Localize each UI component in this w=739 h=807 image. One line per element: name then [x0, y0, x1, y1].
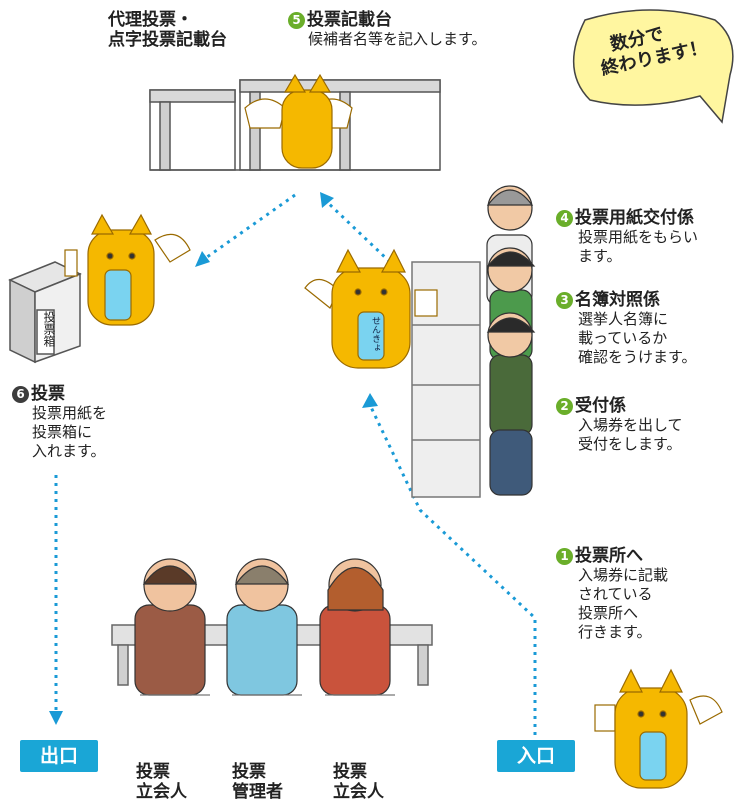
step1-desc: 入場券に記載されている投票所へ行きます。	[578, 566, 669, 641]
observer-label-right: 投票立会人	[333, 762, 384, 802]
reception-officials	[486, 185, 536, 496]
step4-desc: 投票用紙をもらいます。	[578, 228, 699, 265]
step6-desc: 投票用紙を投票箱に入れます。	[32, 404, 108, 460]
step1-number-badge: 1	[556, 548, 573, 565]
step3-number-badge: 3	[556, 292, 573, 309]
mascot-at-booth	[244, 73, 353, 169]
step6-number-badge: 6	[12, 386, 29, 403]
booth-group	[149, 79, 441, 171]
step3-title: 名簿対照係	[575, 290, 660, 310]
step1-title: 投票所へ	[575, 546, 643, 566]
step5-desc: 候補者名等を記入します。	[308, 30, 487, 48]
mascot-badge-text: せんきょ	[370, 316, 380, 352]
step4-number-badge: 4	[556, 210, 573, 227]
arrow-to-booth	[323, 198, 392, 264]
ballot-box-label: 投票箱	[42, 311, 56, 347]
manager-label: 投票管理者	[232, 762, 283, 802]
step4-title: 投票用紙交付係	[575, 208, 694, 228]
step5-number-badge: 5	[288, 12, 305, 29]
entrance-sign: 入口	[497, 740, 575, 772]
arrow-booth-to-box	[199, 193, 296, 264]
step2-title: 受付係	[575, 396, 626, 416]
observer-label-left: 投票立会人	[136, 762, 187, 802]
step6-title: 投票	[31, 384, 65, 404]
mascot-at-box	[64, 213, 191, 326]
observers	[134, 558, 395, 696]
step3-desc: 選挙人名簿に載っているか確認をうけます。	[578, 310, 697, 366]
step2-number-badge: 2	[556, 398, 573, 415]
mascot-at-entrance	[594, 668, 723, 789]
proxy-booth-label: 代理投票・ 点字投票記載台	[108, 10, 227, 50]
flow-arrows	[54, 193, 537, 735]
exit-sign: 出口	[20, 740, 98, 772]
arrow-entrance-to-reception	[368, 404, 537, 735]
speech-bubble	[573, 9, 734, 124]
step2-desc: 入場券を出して受付をします。	[578, 416, 683, 453]
step5-title: 投票記載台	[307, 10, 392, 30]
mascot-at-reception	[304, 248, 438, 369]
arrow-heads	[49, 192, 378, 725]
ballot-box-shape	[8, 261, 82, 364]
